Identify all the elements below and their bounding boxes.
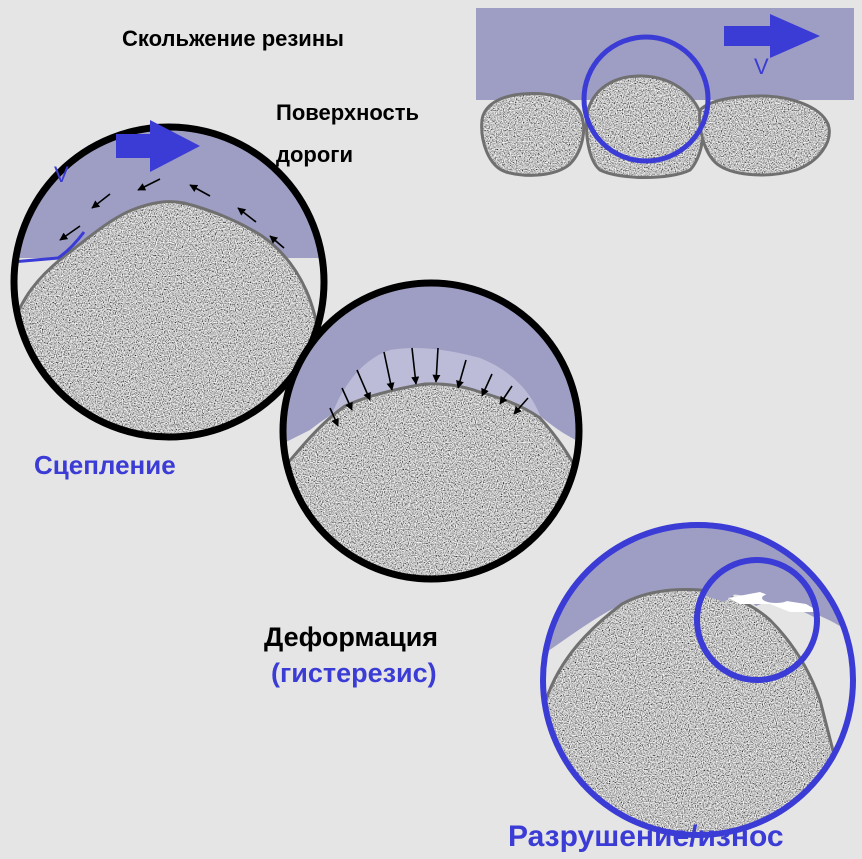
adhesion-label: Сцепление — [34, 452, 176, 478]
wear-label: Разрушение/износ — [508, 822, 784, 852]
road-surface-label-line2: дороги — [276, 144, 353, 166]
hysteresis-label: (гистерезис) — [271, 660, 437, 687]
velocity-label-left: V — [54, 164, 69, 186]
deformation-label: Деформация — [264, 624, 438, 651]
road-surface-label-line1: Поверхность — [276, 102, 419, 124]
sliding-rubber-label: Скольжение резины — [122, 28, 344, 50]
road-stone-right — [695, 90, 840, 190]
velocity-label-top: V — [754, 56, 769, 78]
wear-particle — [784, 593, 798, 601]
wear-lens — [535, 515, 860, 845]
